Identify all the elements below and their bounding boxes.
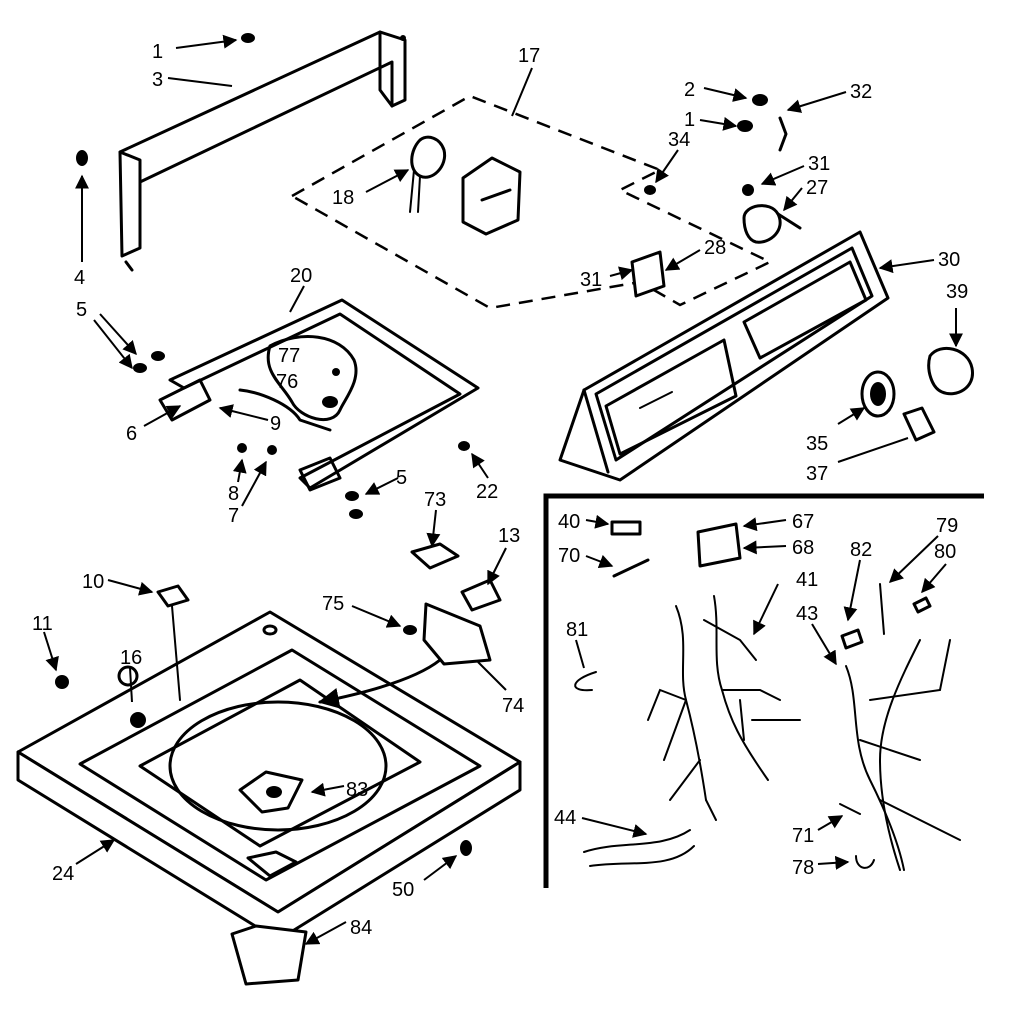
lid-switch-parts (317, 542, 502, 709)
callout-10: 10 (82, 571, 104, 593)
callout-35: 35 (806, 433, 828, 455)
callout-16: 16 (120, 647, 142, 669)
callout-77: 77 (278, 345, 300, 367)
rear-bracket-part (76, 30, 407, 272)
callout-74: 74 (502, 695, 524, 717)
callout-28: 28 (704, 237, 726, 259)
callout-43: 43 (796, 603, 818, 625)
callout-30: 30 (938, 249, 960, 271)
callout-17: 17 (518, 45, 540, 67)
callout-78: 78 (792, 857, 814, 879)
callout-8: 8 (228, 483, 239, 505)
callout-22: 22 (476, 481, 498, 503)
top-cover-part (133, 298, 480, 519)
callout-13: 13 (498, 525, 520, 547)
callout-39: 39 (946, 281, 968, 303)
callout-37: 37 (806, 463, 828, 485)
callout-75: 75 (322, 593, 344, 615)
callout-73: 73 (424, 489, 446, 511)
washer-top-panel (16, 584, 522, 986)
callout-84: 84 (350, 917, 372, 939)
callout-1b: 1 (684, 109, 695, 131)
wiring-harness-main (574, 520, 801, 867)
callout-leaders (43, 34, 963, 945)
callout-31: 31 (808, 153, 830, 175)
timer-hardware (630, 94, 802, 298)
callout-11: 11 (32, 613, 53, 635)
wiring-harness-right (839, 583, 961, 871)
callout-76: 76 (276, 371, 298, 393)
callout-82: 82 (850, 539, 872, 561)
callout-68: 68 (792, 537, 814, 559)
callout-labels: 1 3 4 2 32 1 34 31 27 17 18 28 31 30 39 … (32, 41, 968, 939)
callout-34: 34 (668, 129, 690, 151)
callout-81: 81 (566, 619, 588, 641)
callout-5: 5 (76, 299, 87, 321)
callout-50: 50 (392, 879, 414, 901)
callout-24: 24 (52, 863, 74, 885)
callout-79: 79 (936, 515, 958, 537)
callout-7: 7 (228, 505, 239, 527)
callout-41: 41 (796, 569, 818, 591)
callout-1: 1 (152, 41, 163, 63)
console-panel (558, 230, 974, 482)
callout-71: 71 (792, 825, 814, 847)
callout-44: 44 (554, 807, 576, 829)
callout-20: 20 (290, 265, 312, 287)
control-board-outline (289, 94, 773, 310)
callout-80: 80 (934, 541, 956, 563)
wiring-frame (543, 493, 984, 888)
callout-9: 9 (270, 413, 281, 435)
callout-2: 2 (684, 79, 695, 101)
callout-31b: 31 (580, 269, 602, 291)
callout-67: 67 (792, 511, 814, 533)
callout-40: 40 (558, 511, 580, 533)
callout-5b: 5 (396, 467, 407, 489)
callout-27: 27 (806, 177, 828, 199)
callout-6: 6 (126, 423, 137, 445)
callout-83: 83 (346, 779, 368, 801)
callout-3: 3 (152, 69, 163, 91)
callout-70: 70 (558, 545, 580, 567)
callout-32: 32 (850, 81, 872, 103)
callout-4: 4 (74, 267, 85, 289)
callout-18: 18 (332, 187, 354, 209)
